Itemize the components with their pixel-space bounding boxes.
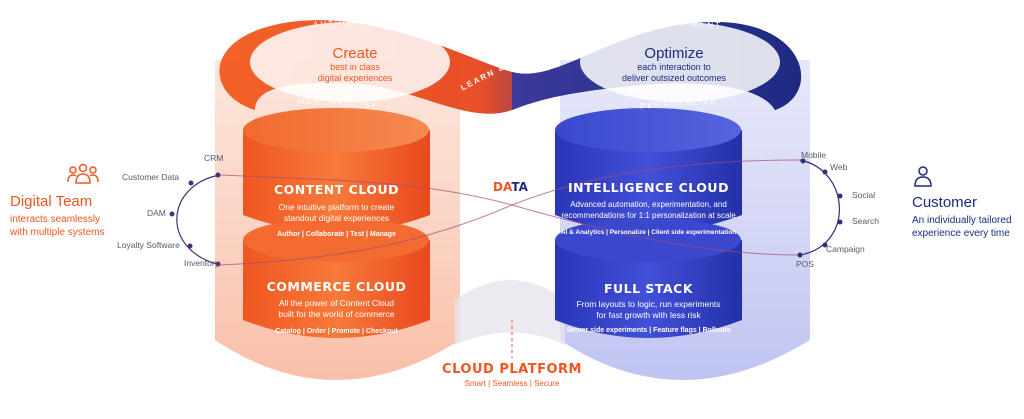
create-desc-line1: best in class <box>330 62 380 72</box>
customer-title: Customer <box>912 194 978 211</box>
full-stack-title: FULL STACK <box>603 281 694 296</box>
intelligence-cloud-desc-line2: recommendations for 1:1 personalization … <box>561 211 736 220</box>
customer: Customer An individually tailored experi… <box>912 194 1022 240</box>
person-icon <box>914 166 932 187</box>
customer-data-dot <box>188 180 194 186</box>
digital-team-desc-line1: interacts seamlessly <box>10 214 101 225</box>
crm-dot <box>215 172 221 178</box>
commerce-cloud-desc-line1: All the power of Content Cloud <box>278 298 395 308</box>
intelligence-cloud-tags: AI & Analytics | Personalize | Client si… <box>560 229 737 236</box>
cloud-platform-subtitle: Smart | Seamless | Secure <box>464 379 560 388</box>
content-cloud-tags: Author | Collaborate | Test | Manage <box>277 231 396 238</box>
data-label: DATA <box>493 180 528 194</box>
social-dot <box>837 193 843 199</box>
optimize-desc-line2: deliver outsized outcomes <box>621 73 727 83</box>
web-dot <box>822 169 828 175</box>
team-icon <box>67 163 99 184</box>
digital-team-title: Digital Team <box>10 193 93 210</box>
create-desc-line2: digital experiences <box>317 73 393 83</box>
content-cloud-title: CONTENT CLOUD <box>273 182 399 197</box>
commerce-cloud-tags: Catalog | Order | Promote | Checkout <box>275 328 398 335</box>
full-stack-desc-line2: for fast growth with less risk <box>596 310 701 320</box>
create-block: Create best in class digital experiences <box>290 45 420 84</box>
inventory-label: Inventory <box>184 258 219 268</box>
mobile-label: Mobile <box>801 150 827 160</box>
optimize-block: Optimize each interaction to deliver out… <box>604 45 744 84</box>
commerce-cloud-title: COMMERCE CLOUD <box>266 279 407 294</box>
optimize-title: Optimize <box>644 45 704 62</box>
loyalty-software-label: Loyalty Software <box>117 240 180 250</box>
cloud-platform-title: CLOUD PLATFORM <box>442 362 582 377</box>
content-cloud-desc-line2: standout digital experiences <box>283 213 390 223</box>
commerce-cloud: COMMERCE CLOUD All the power of Content … <box>243 279 430 335</box>
full-stack-tags: Server side experiments | Feature flags … <box>566 327 731 334</box>
campaign-label: Campaign <box>826 244 865 254</box>
digital-team-desc-line2: with multiple systems <box>10 227 105 238</box>
customer-desc-line1: An individually tailored <box>912 215 1012 226</box>
data-label-part1: DA <box>493 180 512 194</box>
full-stack: FULL STACK From layouts to logic, run ex… <box>555 281 742 334</box>
mobile-dot <box>800 158 806 164</box>
commerce-cloud-desc-line2: built for the world of commerce <box>278 309 395 319</box>
pos-dot <box>797 252 803 258</box>
customer-desc-line2: experience every time <box>912 228 1010 239</box>
search-label: Search <box>852 216 879 226</box>
data-label-part2: TA <box>511 180 528 194</box>
create-title: Create <box>332 45 378 62</box>
optimize-desc-line1: each interaction to <box>637 62 711 72</box>
customer-data-label: Customer Data <box>122 172 180 182</box>
loyalty-software-dot <box>187 243 193 249</box>
web-label: Web <box>830 162 848 172</box>
campaign-dot <box>822 242 828 248</box>
social-label: Social <box>852 190 876 200</box>
content-cloud-desc-line1: One intuitive platform to create <box>278 202 395 212</box>
pos-label: POS <box>796 259 814 269</box>
search-dot <box>837 219 843 225</box>
intelligence-cloud-desc-line1: Advanced automation, experimentation, an… <box>570 200 727 209</box>
crm-label: CRM <box>204 153 224 163</box>
intelligence-cloud-title: INTELLIGENCE CLOUD <box>568 180 729 195</box>
inventory-dot <box>215 261 221 267</box>
cloud-platform: CLOUD PLATFORM Smart | Seamless | Secure <box>432 362 592 388</box>
content-cloud: CONTENT CLOUD One intuitive platform to … <box>243 182 430 238</box>
digital-team: Digital Team interacts seamlessly with m… <box>10 193 150 239</box>
intelligence-cloud: INTELLIGENCE CLOUD Advanced automation, … <box>552 180 745 236</box>
dam-label: DAM <box>147 208 166 218</box>
dam-dot <box>169 211 175 217</box>
full-stack-desc-line1: From layouts to logic, run experiments <box>576 299 721 309</box>
